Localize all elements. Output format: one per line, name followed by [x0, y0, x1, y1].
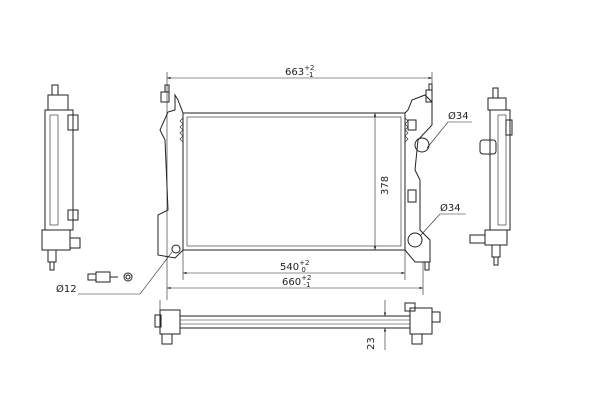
overall-width-label: 663+2-1 [285, 64, 314, 79]
core-height-label: 378 [380, 176, 391, 195]
left-side-view [41, 84, 81, 271]
outlet-pipe [407, 232, 423, 248]
right-tank [404, 94, 433, 263]
tank-width-label: 660+2-1 [282, 274, 311, 289]
right-side-view [469, 87, 513, 266]
sensor-port [171, 244, 181, 254]
bottom-view: 23 [154, 300, 441, 350]
inlet-pipe [414, 137, 430, 153]
temperature-sensor [87, 271, 133, 283]
radiator-core [182, 112, 406, 251]
outlet-diameter-label: Ø34 [440, 202, 461, 214]
front-view [157, 83, 433, 271]
sensor-diameter-label: Ø12 [56, 283, 77, 295]
inlet-diameter-label: Ø34 [448, 110, 469, 122]
left-tank [157, 93, 184, 259]
core-depth-label: 23 [366, 337, 377, 350]
